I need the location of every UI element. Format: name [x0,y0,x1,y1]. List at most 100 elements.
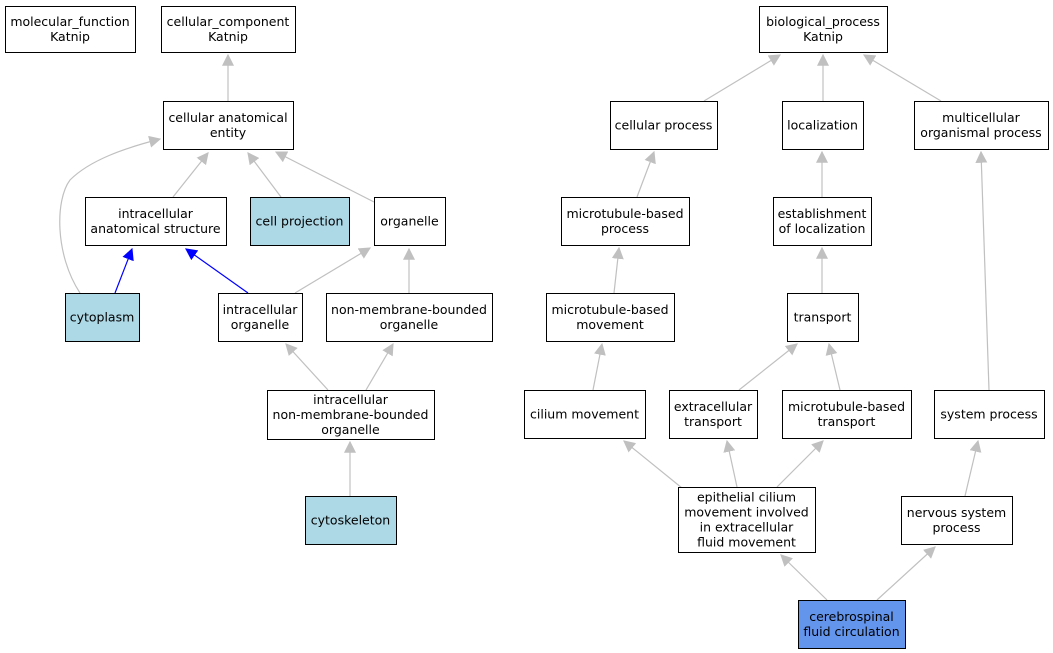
term-box [914,101,1049,150]
term-node-inmbo[interactable]: intracellularnon-membrane-boundedorganel… [267,390,435,440]
edge-nsp-to-sysproc [964,439,982,497]
term-label-line: establishment [778,206,867,221]
term-box [163,101,294,150]
term-label-line: Katnip [803,29,843,44]
node-layer: molecular_functionKatnipcellular_compone… [5,6,1049,649]
term-box [901,496,1013,545]
term-box [773,197,872,246]
term-box [787,293,859,342]
term-node-cytoplasm[interactable]: cytoplasm [65,293,140,342]
term-label-line: process [601,221,649,236]
term-label-line: anatomical structure [90,221,220,236]
term-label-line: in extracellular [700,520,795,535]
term-label-line: intracellular [223,302,299,317]
term-label-line: intracellular [118,206,194,221]
edge-inmbo-to-intorg [285,343,329,391]
term-label-line: fluid movement [697,535,796,550]
edge-csf-to-nsp [876,546,936,601]
term-label-line: localization [787,118,858,133]
edge-ias-to-cae [172,152,209,198]
edge-ecm-to-cilmov [623,440,683,489]
term-label-line: cilium movement [530,407,639,422]
term-label-line: organismal process [920,125,1041,140]
term-label-line: Katnip [208,29,248,44]
term-label-line: nervous system [907,505,1006,520]
edge-mtbm-to-mtbp [611,246,624,294]
term-label-line: transport [684,414,742,429]
term-box [65,293,140,342]
term-box [218,293,303,342]
term-box [546,293,675,342]
term-box [374,197,446,246]
term-box [305,496,397,545]
term-box [669,390,758,439]
term-label-line: non-membrane-bounded [273,407,429,422]
term-label-line: organelle [380,214,439,229]
term-box [782,390,912,439]
edge-sysproc-to-mop [975,150,990,391]
term-node-cytoskeleton[interactable]: cytoskeleton [305,496,397,545]
term-label-line: transport [794,310,852,325]
term-box [267,390,435,440]
edge-mtbt-to-transport [825,342,841,391]
term-label-line: movement involved [684,505,809,520]
term-label-line: cytoskeleton [311,513,390,528]
term-label-line: process [932,520,980,535]
term-node-localization[interactable]: localization [782,101,864,150]
term-label-line: multicellular [942,110,1021,125]
edge-extrans-to-transport [738,343,798,391]
edge-cilmov-to-mtbm [592,342,606,391]
term-label-line: of localization [779,221,866,236]
term-node-cellproj[interactable]: cell projection [250,197,350,246]
term-label-line: organelle [380,317,439,332]
term-label-line: molecular_function [10,14,129,29]
edge-organelle-to-cae [274,151,375,203]
term-node-cilmov[interactable]: cilium movement [524,390,646,439]
term-label-line: extracellular [674,399,753,414]
term-node-cellproc[interactable]: cellular process [610,101,718,150]
term-label-line: entity [210,125,247,140]
term-label-line: fluid circulation [803,624,899,639]
term-label-line: transport [818,414,876,429]
term-label-line: microtubule-based [551,302,668,317]
term-label-line: non-membrane-bounded [331,302,487,317]
term-node-sysproc[interactable]: system process [934,390,1045,439]
term-label-line: cellular process [615,118,713,133]
edge-cellproc-to-bp_root [703,54,782,102]
term-box [85,197,227,246]
term-box [250,197,350,246]
term-box [161,6,296,53]
term-label-line: cellular anatomical [168,110,287,125]
term-box [326,293,493,342]
term-node-transport[interactable]: transport [787,293,859,342]
term-box [798,600,906,649]
term-label-line: system process [940,407,1037,422]
edge-cellproj-to-cae [247,152,282,198]
term-box [934,390,1045,439]
term-box [524,390,646,439]
term-label-line: organelle [321,422,380,437]
edge-intorg-to-organelle [294,247,372,294]
term-node-organelle[interactable]: organelle [374,197,446,246]
term-label-line: cell projection [256,214,344,229]
term-label-line: microtubule-based [566,206,683,221]
term-label-line: microtubule-based [788,399,905,414]
term-label-line: cellular_component [167,14,290,29]
